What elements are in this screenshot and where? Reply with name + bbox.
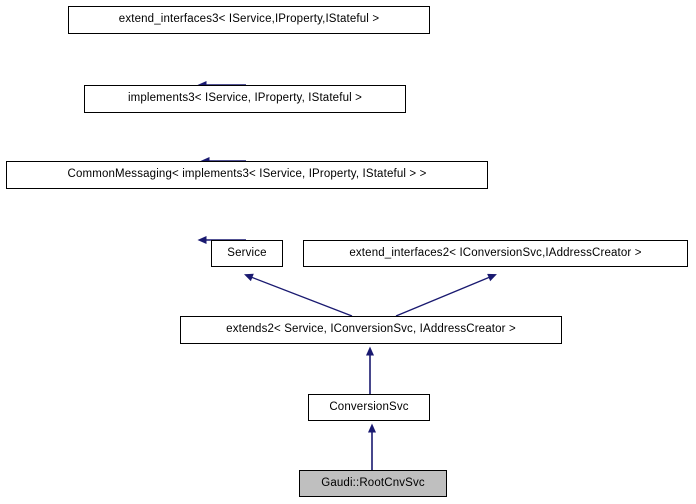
node-label: Gaudi::RootCnvSvc: [321, 476, 425, 489]
node-label: extends2< Service, IConversionSvc, IAddr…: [226, 323, 516, 336]
node-conversion-svc[interactable]: ConversionSvc: [308, 394, 430, 421]
edge-extends2-to-service: [244, 273, 353, 317]
node-label: extend_interfaces3< IService,IProperty,I…: [118, 13, 380, 26]
node-label: Service: [227, 246, 267, 259]
node-gaudi-rootcnvsvc[interactable]: Gaudi::RootCnvSvc: [299, 470, 447, 497]
node-extend-interfaces2[interactable]: extend_interfaces2< IConversionSvc,IAddr…: [303, 240, 688, 267]
node-implements3[interactable]: implements3< IService, IProperty, IState…: [84, 85, 406, 113]
node-label: ConversionSvc: [329, 400, 409, 413]
node-extends2[interactable]: extends2< Service, IConversionSvc, IAddr…: [180, 316, 562, 344]
node-label: implements3< IService, IProperty, IState…: [127, 92, 363, 105]
edge-extends2-to-extend-interfaces2: [395, 273, 497, 317]
node-label: CommonMessaging< implements3< IService, …: [67, 168, 427, 181]
node-extend-interfaces3[interactable]: extend_interfaces3< IService,IProperty,I…: [68, 6, 430, 34]
node-label: extend_interfaces2< IConversionSvc,IAddr…: [349, 246, 642, 259]
node-service[interactable]: Service: [211, 240, 283, 267]
node-common-messaging[interactable]: CommonMessaging< implements3< IService, …: [6, 161, 488, 189]
